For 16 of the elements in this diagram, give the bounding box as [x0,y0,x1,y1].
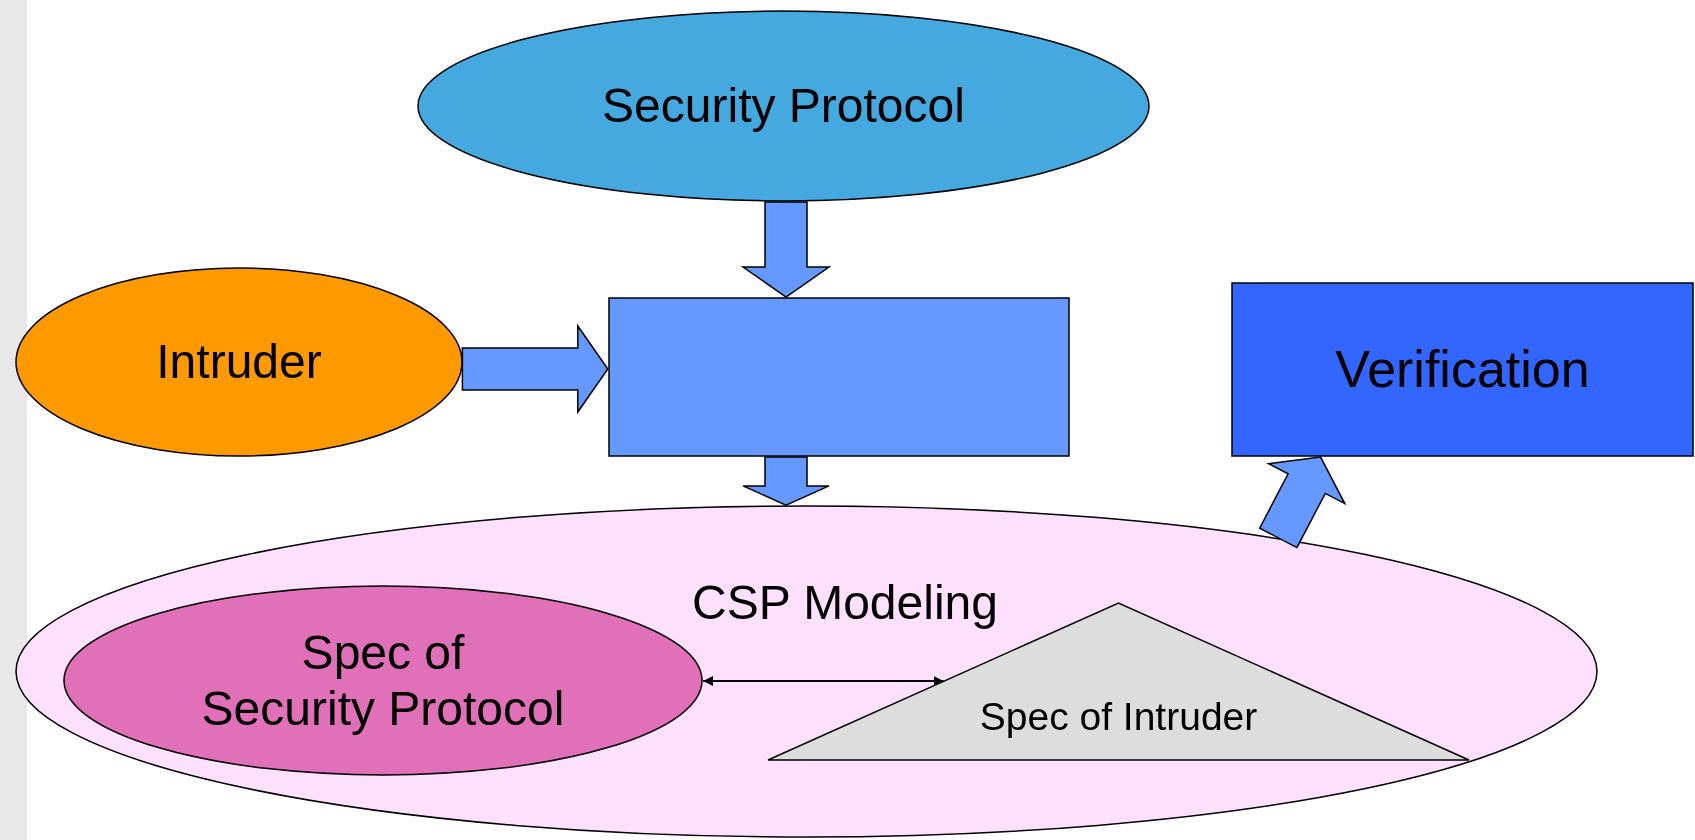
node-label: Intruder [156,334,322,390]
double-arrow [702,676,945,686]
block-arrow [1258,456,1347,549]
node-label: Spec of Intruder [979,694,1258,740]
block-arrow [742,456,830,506]
node-label: Security Protocol [602,78,965,134]
block-arrow [740,201,832,298]
model-ellipse [15,505,1598,838]
process-box [608,297,1070,457]
result-box [1231,282,1694,457]
actor-ellipse [15,267,463,457]
block-arrow [461,323,609,415]
node-label: Spec of Security Protocol [200,625,566,736]
node-label: CSP Modeling [692,575,998,631]
process-ellipse [417,10,1150,202]
node-label: Verification [1335,339,1590,400]
